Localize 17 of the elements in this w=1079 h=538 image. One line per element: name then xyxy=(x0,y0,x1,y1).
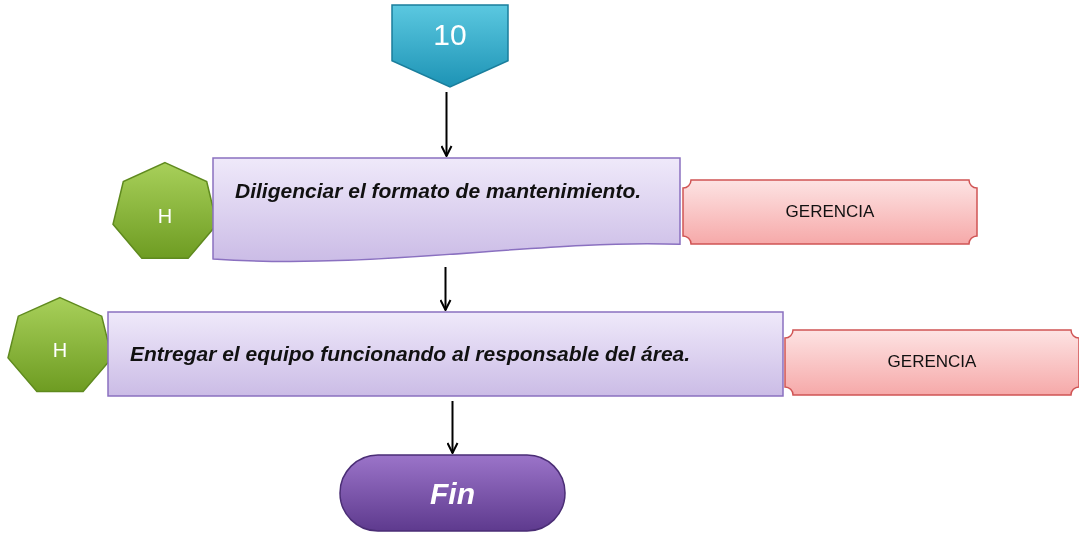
node-label: GERENCIA xyxy=(785,202,875,222)
role-plaque xyxy=(683,180,977,244)
arrow xyxy=(440,91,453,157)
step-text: Diligenciar el formato de mantenimiento. xyxy=(235,178,643,202)
node-label: 10 xyxy=(433,18,467,51)
node-label: H xyxy=(52,338,68,361)
role-plaque xyxy=(785,330,1079,395)
terminator-pill xyxy=(340,455,565,531)
node-label: H xyxy=(157,205,173,227)
node-label: Fin xyxy=(430,476,475,510)
step-text: Entregar el equipo funcionando al responsable del área. xyxy=(130,342,692,366)
node-label: GERENCIA xyxy=(887,353,977,372)
arrow xyxy=(439,266,452,311)
off-page-connector xyxy=(392,5,508,87)
arrow xyxy=(446,400,459,454)
document-box xyxy=(213,158,680,262)
process-box xyxy=(108,312,783,396)
